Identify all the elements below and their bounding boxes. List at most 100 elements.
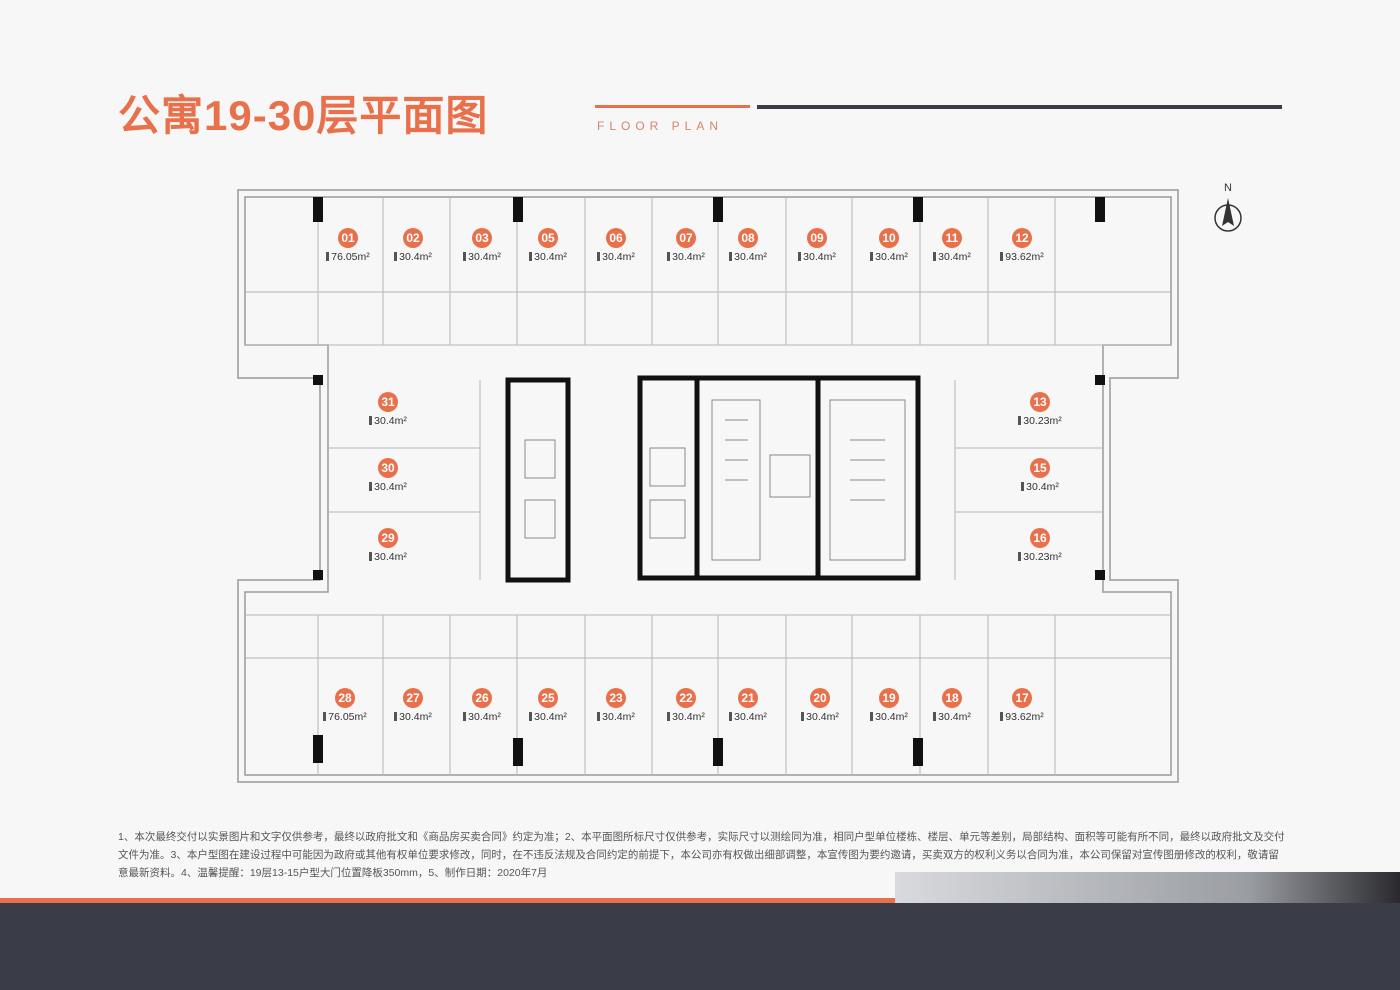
page-subtitle: FLOOR PLAN <box>597 119 724 133</box>
unit-15: 15 30.4m² <box>1005 458 1075 493</box>
unit-area: 30.4m² <box>353 551 423 563</box>
structural-column <box>913 738 923 766</box>
unit-01: 01 76.05m² <box>313 228 383 263</box>
unit-31: 31 30.4m² <box>353 392 423 427</box>
unit-number-badge: 06 <box>606 228 626 248</box>
unit-number-badge: 22 <box>676 688 696 708</box>
unit-number-badge: 29 <box>378 528 398 548</box>
unit-area: 30.4m² <box>854 251 924 263</box>
unit-02: 02 30.4m² <box>378 228 448 263</box>
structural-column <box>913 197 923 222</box>
unit-10: 10 30.4m² <box>854 228 924 263</box>
structural-column <box>713 738 723 766</box>
unit-number-badge: 08 <box>738 228 758 248</box>
unit-number-badge: 11 <box>942 228 962 248</box>
structural-column <box>1095 375 1105 385</box>
unit-number-badge: 15 <box>1030 458 1050 478</box>
unit-area: 30.4m² <box>353 415 423 427</box>
page-title: 公寓19-30层平面图 <box>118 92 489 139</box>
unit-area: 30.4m² <box>713 711 783 723</box>
title-divider-line <box>757 105 1282 109</box>
unit-22: 22 30.4m² <box>651 688 721 723</box>
structural-column <box>313 570 323 580</box>
unit-number-badge: 10 <box>879 228 899 248</box>
footer-accent-bar <box>0 898 895 903</box>
unit-number-badge: 26 <box>472 688 492 708</box>
unit-area: 30.4m² <box>378 251 448 263</box>
unit-number-badge: 18 <box>942 688 962 708</box>
unit-area: 76.05m² <box>310 711 380 723</box>
unit-16: 16 30.23m² <box>1005 528 1075 563</box>
unit-number-badge: 23 <box>606 688 626 708</box>
unit-area: 30.4m² <box>651 251 721 263</box>
unit-number-badge: 05 <box>538 228 558 248</box>
unit-27: 27 30.4m² <box>378 688 448 723</box>
structural-column <box>313 375 323 385</box>
unit-area: 76.05m² <box>313 251 383 263</box>
unit-number-badge: 28 <box>335 688 355 708</box>
unit-number-badge: 07 <box>676 228 696 248</box>
unit-area: 93.62m² <box>987 711 1057 723</box>
unit-07: 07 30.4m² <box>651 228 721 263</box>
unit-number-badge: 31 <box>378 392 398 412</box>
unit-28: 28 76.05m² <box>310 688 380 723</box>
title-accent-line <box>595 105 750 108</box>
unit-20: 20 30.4m² <box>785 688 855 723</box>
unit-area: 30.4m² <box>581 711 651 723</box>
unit-area: 30.4m² <box>447 711 517 723</box>
unit-area: 30.23m² <box>1005 551 1075 563</box>
unit-area: 30.4m² <box>513 251 583 263</box>
unit-number-badge: 12 <box>1012 228 1032 248</box>
north-arrow-icon <box>1214 198 1242 232</box>
unit-area: 30.4m² <box>353 481 423 493</box>
unit-area: 30.4m² <box>917 251 987 263</box>
north-compass: N <box>1208 182 1248 241</box>
unit-05: 05 30.4m² <box>513 228 583 263</box>
structural-column <box>1095 197 1105 222</box>
unit-23: 23 30.4m² <box>581 688 651 723</box>
unit-25: 25 30.4m² <box>513 688 583 723</box>
unit-area: 30.4m² <box>447 251 517 263</box>
unit-11: 11 30.4m² <box>917 228 987 263</box>
unit-area: 30.4m² <box>651 711 721 723</box>
unit-number-badge: 01 <box>338 228 358 248</box>
unit-number-badge: 09 <box>807 228 827 248</box>
unit-30: 30 30.4m² <box>353 458 423 493</box>
unit-number-badge: 21 <box>738 688 758 708</box>
unit-area: 30.4m² <box>513 711 583 723</box>
unit-number-badge: 30 <box>378 458 398 478</box>
unit-21: 21 30.4m² <box>713 688 783 723</box>
unit-09: 09 30.4m² <box>782 228 852 263</box>
compass-label: N <box>1224 182 1232 194</box>
disclaimer-notes: 1、本次最终交付以实景图片和文字仅供参考，最终以政府批文和《商品房买卖合同》约定… <box>118 831 1285 879</box>
structural-column <box>513 738 523 766</box>
footer-band <box>0 903 1400 990</box>
unit-area: 93.62m² <box>987 251 1057 263</box>
unit-26: 26 30.4m² <box>447 688 517 723</box>
unit-number-badge: 16 <box>1030 528 1050 548</box>
unit-number-badge: 13 <box>1030 392 1050 412</box>
unit-29: 29 30.4m² <box>353 528 423 563</box>
unit-number-badge: 25 <box>538 688 558 708</box>
unit-12: 12 93.62m² <box>987 228 1057 263</box>
unit-03: 03 30.4m² <box>447 228 517 263</box>
unit-area: 30.4m² <box>785 711 855 723</box>
structural-column <box>713 197 723 222</box>
unit-number-badge: 02 <box>403 228 423 248</box>
unit-area: 30.23m² <box>1005 415 1075 427</box>
unit-13: 13 30.23m² <box>1005 392 1075 427</box>
unit-number-badge: 19 <box>879 688 899 708</box>
unit-area: 30.4m² <box>782 251 852 263</box>
unit-number-badge: 20 <box>810 688 830 708</box>
unit-area: 30.4m² <box>1005 481 1075 493</box>
structural-column <box>313 735 323 763</box>
unit-number-badge: 03 <box>472 228 492 248</box>
unit-number-badge: 27 <box>403 688 423 708</box>
unit-area: 30.4m² <box>378 711 448 723</box>
